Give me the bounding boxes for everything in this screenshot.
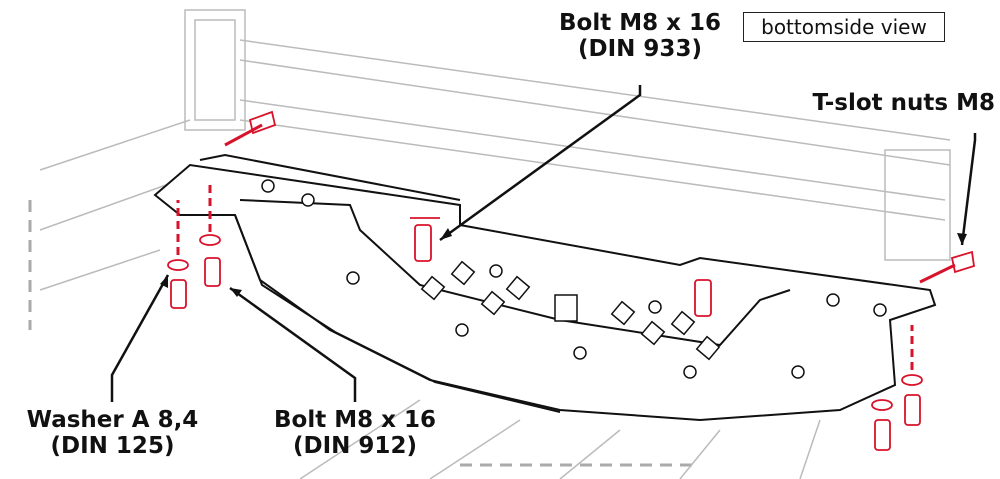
arrowhead-bolt-933 [440,228,452,240]
leader-lines [110,85,977,402]
washer-left-2 [199,234,221,246]
washer-left [167,259,189,271]
fasteners [167,110,975,451]
arrowheads [160,228,967,297]
bolt-912-right-b [874,419,891,451]
label-bolt-din-912: Bolt M8 x 16 (DIN 912) [255,407,455,459]
bolt-912-right-a [904,394,921,426]
label-tslot-nuts: T-slot nuts M8 [800,90,995,116]
arrowhead-bolt-912 [230,288,242,297]
arrow-right-nut [919,263,956,284]
washer-right [901,374,923,386]
t-slot-nut-right [950,250,975,274]
bolt-912-left-a [170,279,187,309]
insert-line-left [176,180,212,255]
leader-bolt-933 [439,85,642,242]
label-line: Bolt M8 x 16 [274,407,436,433]
bolt-912-left-b [204,257,221,287]
label-line: T-slot nuts M8 [812,90,995,116]
label-line: (DIN 933) [578,36,702,62]
label-line: Bolt M8 x 16 [559,10,721,36]
arrowhead-tslot [957,233,967,245]
bolt-933-right [694,279,712,317]
label-line: Washer A 8,4 [26,407,199,433]
aluminium-profile-frame [28,9,951,479]
arrowhead-washer [160,275,168,288]
leader-bolt-912 [229,286,357,402]
arrow-left-nut [224,123,263,147]
washer-right-2 [871,399,893,411]
plate-holes [261,179,887,379]
label-line: (DIN 125) [50,433,175,459]
mounting-plate [153,153,937,422]
leader-washer [110,274,170,402]
view-label: bottomside view [743,12,945,42]
label-line: (DIN 912) [293,433,417,459]
label-washer-din-125: Washer A 8,4 (DIN 125) [10,407,215,459]
leader-tslot [960,133,977,246]
label-bolt-din-933: Bolt M8 x 16 (DIN 933) [540,10,740,62]
bolt-933-center [414,224,432,262]
